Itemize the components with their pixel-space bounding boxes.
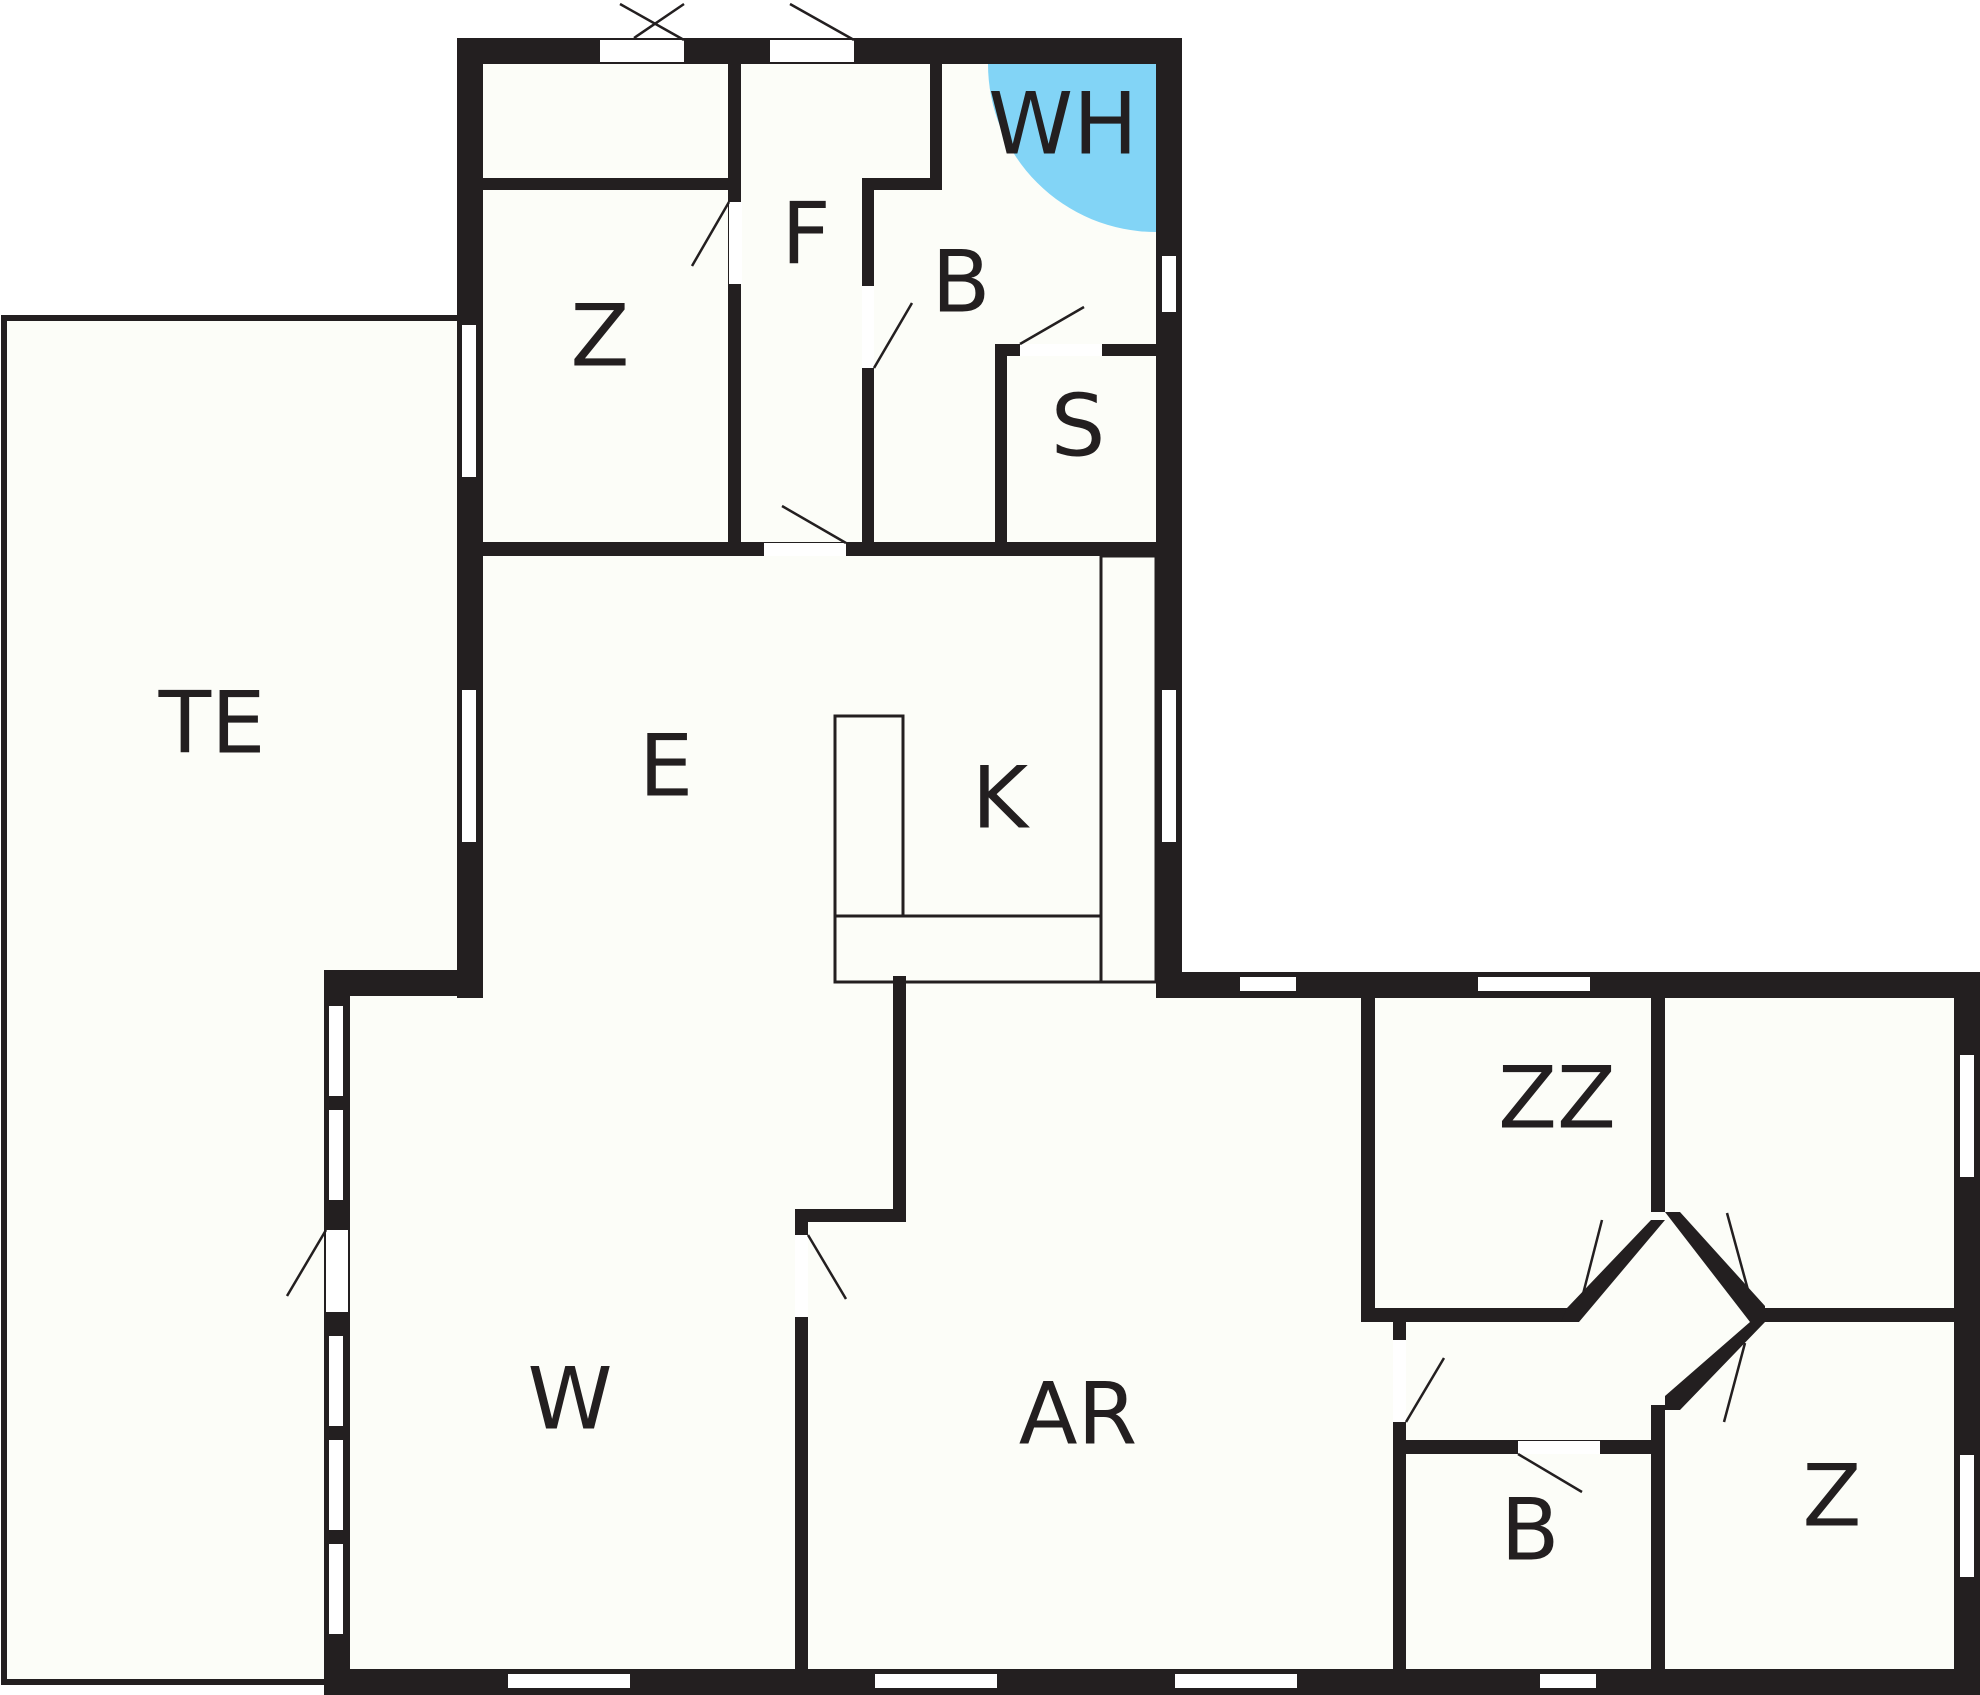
windows bbox=[329, 40, 1974, 1688]
room-label-s: S bbox=[1051, 376, 1106, 476]
kitchen-counters bbox=[833, 554, 1158, 984]
room-label-te: TE bbox=[158, 673, 266, 773]
shower-area bbox=[988, 64, 1156, 232]
room-label-b-bottom: B bbox=[1501, 1480, 1560, 1580]
room-label-wh: WH bbox=[988, 74, 1138, 174]
building-floor bbox=[334, 50, 1965, 1680]
room-label-k: K bbox=[972, 748, 1031, 848]
room-label-z-bottom: Z bbox=[1803, 1446, 1862, 1546]
room-label-w: W bbox=[527, 1349, 612, 1449]
room-label-zz: ZZ bbox=[1498, 1048, 1616, 1148]
room-label-ar: AR bbox=[1019, 1364, 1138, 1464]
room-label-z-top: Z bbox=[571, 286, 630, 386]
room-label-e: E bbox=[639, 716, 693, 816]
room-label-f: F bbox=[781, 184, 830, 284]
room-label-b-top: B bbox=[932, 232, 991, 332]
doors bbox=[285, 2, 1750, 1494]
exterior-walls bbox=[324, 38, 1980, 1695]
room-labels: TE Z F WH B S E K W AR ZZ B Z bbox=[158, 74, 1862, 1580]
